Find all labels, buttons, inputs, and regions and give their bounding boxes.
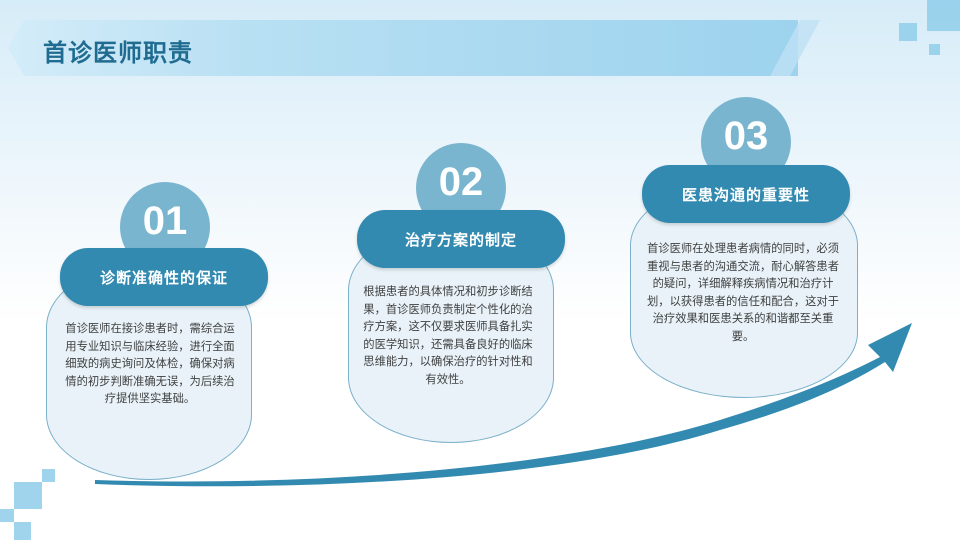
page-title: 首诊医师职责 [43, 39, 193, 67]
step-label-2: 治疗方案的制定 [357, 210, 565, 268]
decor-square [14, 482, 42, 509]
decor-square [0, 509, 14, 522]
decor-square [929, 44, 940, 55]
step-text-1: 首诊医师在接诊患者时，需综合运用专业知识与临床经验，进行全面细致的病史询问及体检… [65, 322, 235, 405]
step-text-2: 根据患者的具体情况和初步诊断结果，首诊医师负责制定个性化的治疗方案，这不仅要求医… [363, 285, 533, 386]
step-text-3: 首诊医师在处理患者病情的同时，必须重视与患者的沟通交流，耐心解答患者的疑问，详细… [646, 242, 840, 343]
step-label-1: 诊断准确性的保证 [60, 248, 268, 306]
decor-square [927, 0, 960, 31]
decor-square [899, 23, 917, 41]
decor-square [14, 522, 31, 540]
title-band [8, 20, 798, 76]
step-label-3: 医患沟通的重要性 [642, 165, 850, 223]
decor-square [42, 469, 55, 482]
